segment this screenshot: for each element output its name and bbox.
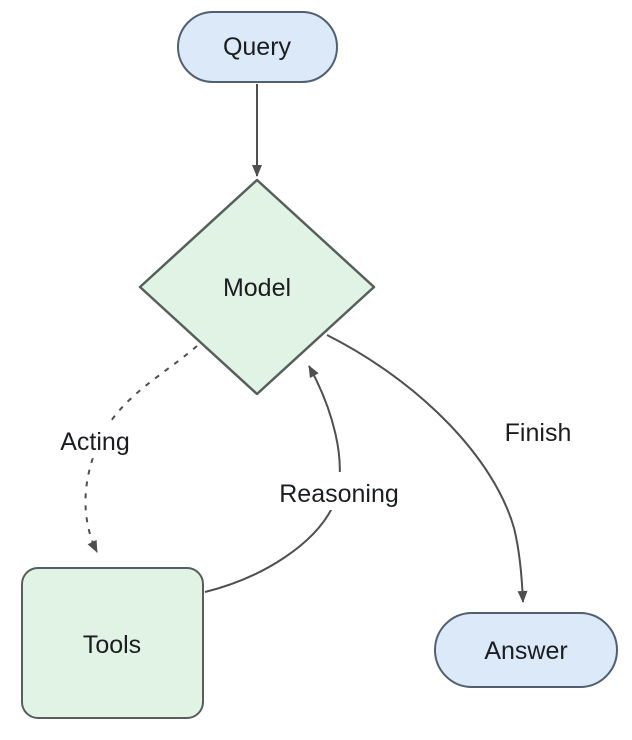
node-label-answer: Answer (484, 637, 567, 665)
reasoning-label-bg (262, 472, 416, 510)
node-answer: Answer (434, 612, 618, 688)
acting-label-bg (50, 422, 142, 458)
node-query: Query (177, 11, 338, 83)
edge-label-reasoning: Reasoning (279, 480, 399, 508)
answer-shape (434, 612, 618, 688)
node-tools: Tools (21, 567, 204, 719)
node-model: Model (138, 178, 376, 396)
node-label-query: Query (223, 33, 292, 61)
model-shape (138, 178, 376, 396)
tools-shape (21, 567, 204, 719)
node-label-tools: Tools (83, 631, 141, 659)
node-label-model: Model (223, 274, 291, 302)
edge-label-finish: Finish (505, 419, 572, 447)
edge-label-acting: Acting (60, 428, 129, 456)
edge-model-to-answer-finish (326, 334, 528, 603)
query-shape (177, 11, 338, 83)
finish-label-bg (494, 412, 584, 448)
